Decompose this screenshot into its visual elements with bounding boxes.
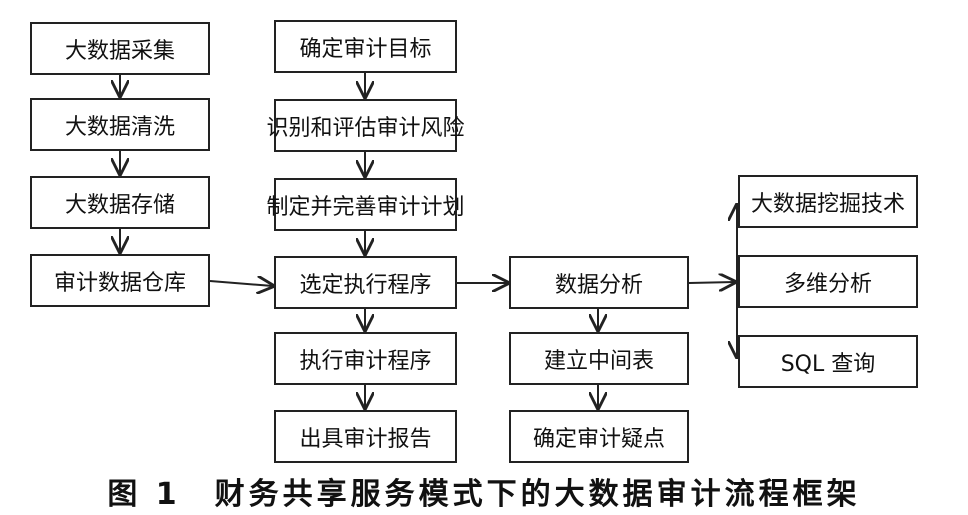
node-store: 大数据存储	[30, 176, 210, 229]
figure-caption: 图 1 财务共享服务模式下的大数据审计流程框架	[107, 477, 861, 512]
node-plan: 制定并完善审计计划	[267, 178, 465, 231]
node-select: 选定执行程序	[274, 256, 457, 309]
node-doubt: 确定审计疑点	[509, 410, 689, 463]
node-mining: 大数据挖掘技术	[738, 175, 918, 228]
node-collect: 大数据采集	[30, 22, 210, 75]
node-sql: SQL 查询	[738, 335, 918, 388]
node-warehouse: 审计数据仓库	[30, 254, 210, 307]
edge-analysis-olap	[688, 282, 735, 283]
node-risk: 识别和评估审计风险	[267, 99, 465, 152]
node-target: 确定审计目标	[274, 20, 457, 73]
node-report: 出具审计报告	[274, 410, 457, 463]
node-execute: 执行审计程序	[274, 332, 457, 385]
node-olap: 多维分析	[738, 255, 918, 308]
edge-warehouse-select	[209, 281, 273, 286]
node-analysis: 数据分析	[509, 256, 689, 309]
node-middle: 建立中间表	[509, 332, 689, 385]
node-clean: 大数据清洗	[30, 98, 210, 151]
